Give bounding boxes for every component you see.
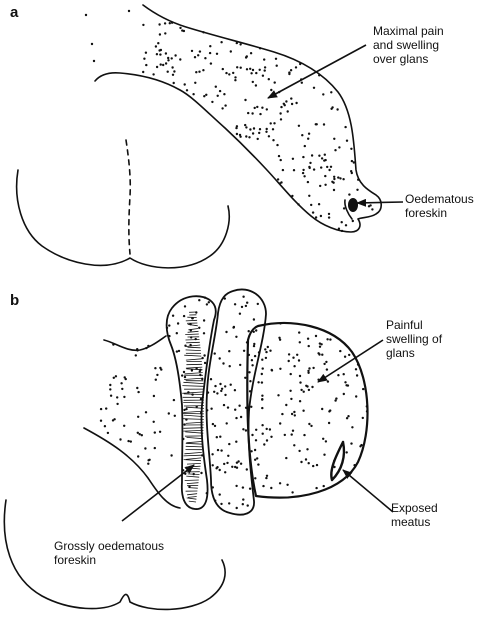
panel-label-a: a [10, 4, 19, 21]
label-exposed-meatus: Exposed meatus [391, 501, 438, 529]
label-grossly-oedematous-foreskin: Grossly oedematous foreskin [54, 539, 165, 567]
panel-b-stippling [99, 295, 369, 510]
panel-a-drawing [15, 4, 383, 269]
arrow-painful-glans [317, 339, 384, 383]
arrow-exposed-meatus [342, 469, 394, 513]
panel-a-scrotum-outline [15, 169, 230, 269]
label-oedematous-foreskin: Oedematous foreskin [405, 192, 474, 220]
panel-label-b: b [10, 292, 20, 309]
panel-b-scrotum-outline [3, 499, 226, 611]
label-maximal-pain: Maximal pain and swelling over glans [373, 24, 444, 66]
panel-b-shaft-bottom [83, 427, 181, 509]
panel-a-glans-crease [344, 199, 353, 220]
annotation-arrows [121, 44, 404, 522]
panel-a-raphe [125, 139, 132, 255]
arrow-maximal-pain [267, 44, 367, 99]
arrow-grossly-oedematous [121, 464, 195, 522]
panel-a-meatus [348, 198, 358, 212]
arrow-oedematous-foreskin [356, 198, 404, 207]
panel-b-oedema-hatching [182, 311, 205, 503]
panel-b-glans-outline [246, 321, 369, 499]
panel-b-meatus [330, 440, 346, 482]
panel-b-foreskin-roll [165, 295, 217, 510]
panel-b-drawing [3, 288, 369, 611]
panel-a-stray-dots [84, 9, 131, 63]
panel-a-penis-outline [94, 4, 383, 233]
panel-a-stippling [142, 21, 374, 233]
label-painful-glans: Painful swelling of glans [386, 318, 443, 360]
panel-b-shaft-top [103, 335, 167, 352]
panel-b-foreskin-band [205, 288, 267, 516]
